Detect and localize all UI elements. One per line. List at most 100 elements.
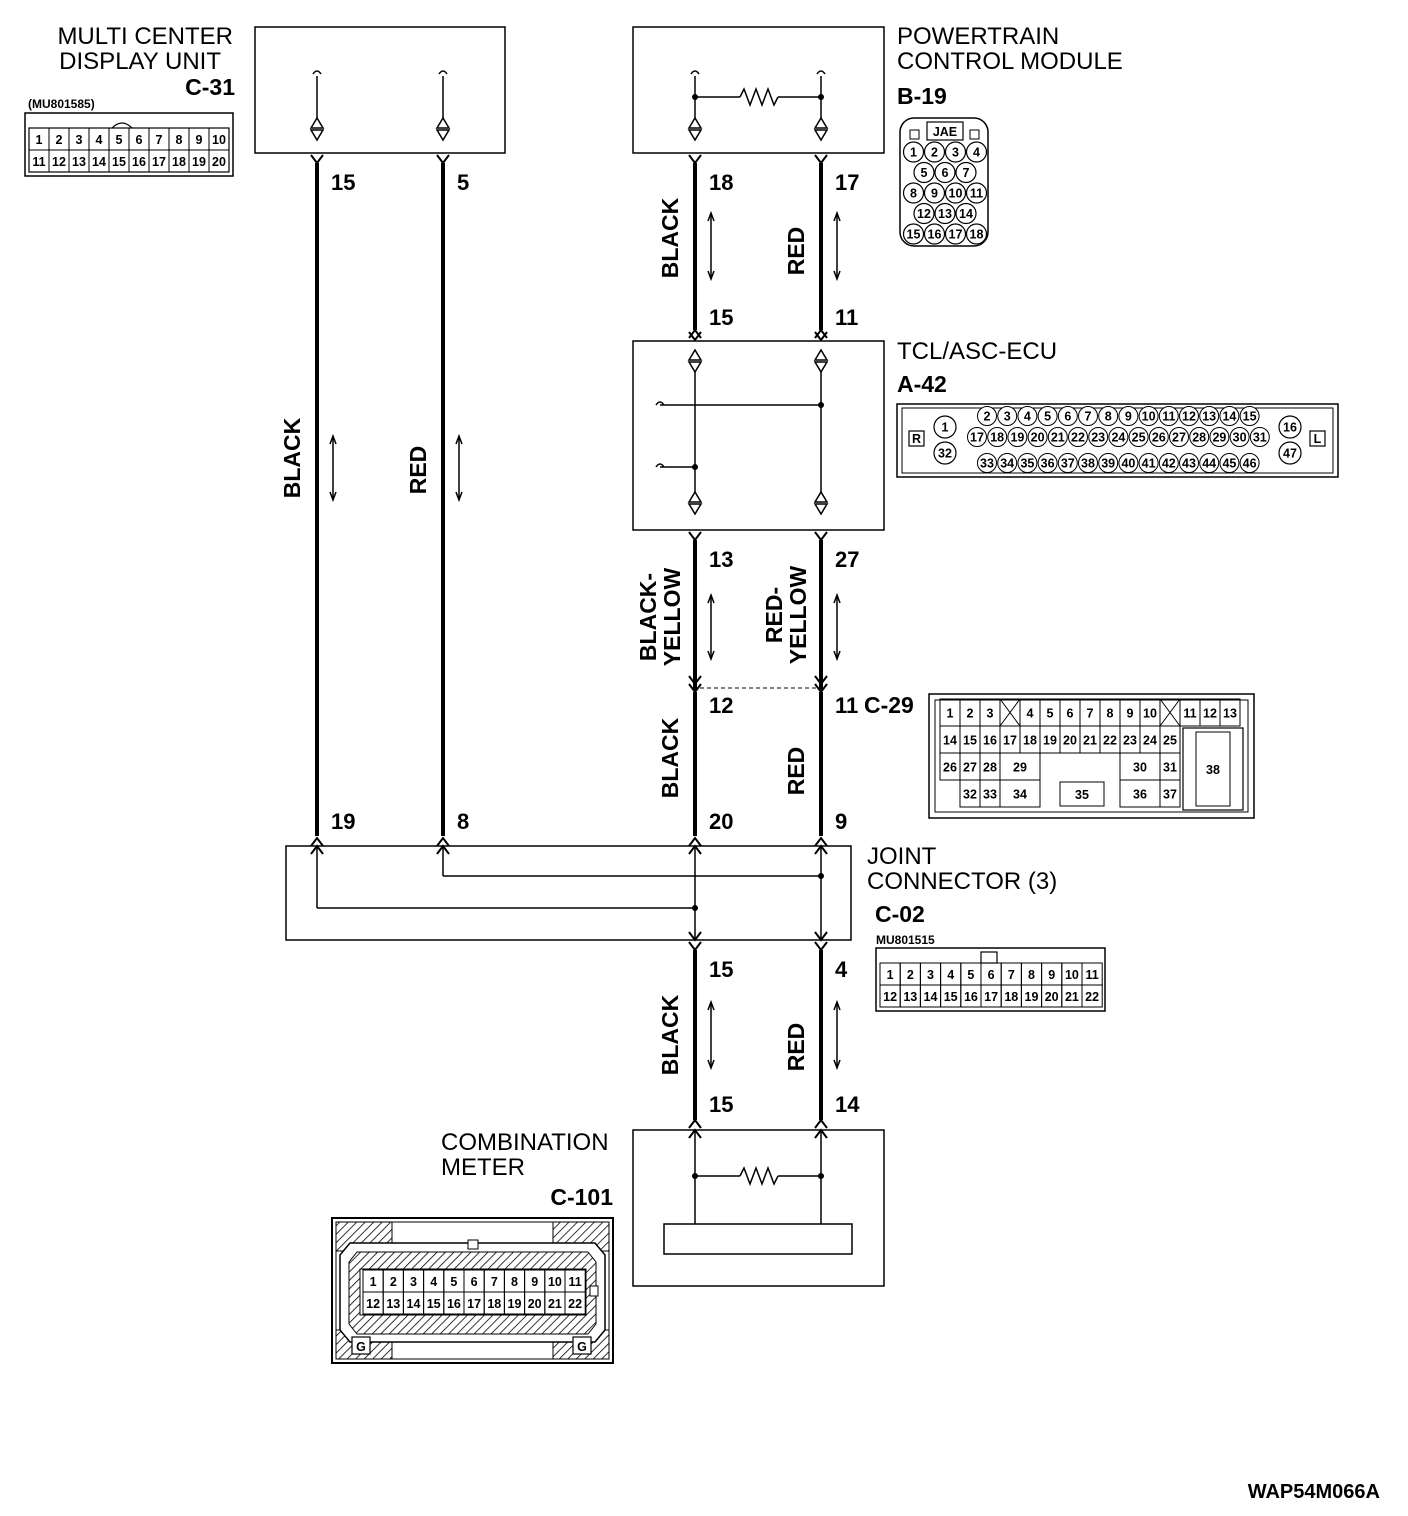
- tcl-connector-id: A-42: [897, 371, 947, 397]
- b19-face-label-box: [926, 121, 964, 141]
- wire-label-black-yellow-2: YELLOW: [659, 568, 685, 667]
- a42-pin: 29: [1212, 431, 1226, 445]
- c29-pin: 21: [1083, 734, 1097, 748]
- c02-pin: 11: [1085, 968, 1098, 982]
- a42-pin: 3: [1004, 410, 1011, 424]
- a42-pin-circle: [1189, 427, 1210, 447]
- c29-pin: 3: [987, 707, 994, 721]
- pin-jc-4: 4: [835, 957, 848, 982]
- c101-pin: 21: [548, 1297, 562, 1311]
- a42-pin-circle: [933, 415, 957, 439]
- pin-tcl-11: 11: [835, 305, 858, 330]
- c31-pin: 10: [212, 133, 226, 147]
- signal-arrow-head: [455, 433, 463, 445]
- a42-side-l-box: [1309, 430, 1326, 447]
- a42-pin-circle: [977, 453, 997, 473]
- c101-ground-label: G: [577, 1340, 587, 1354]
- mcdu-name-line2: DISPLAY UNIT: [59, 48, 221, 75]
- c29-pin: 10: [1143, 707, 1157, 721]
- pin-triangle-down: [813, 503, 829, 516]
- c29-pin: 36: [1133, 788, 1147, 802]
- b19-pin: 10: [949, 187, 963, 201]
- a42-pin: 16: [1283, 421, 1297, 435]
- b19-face-label: JAE: [933, 125, 957, 139]
- c29-cell: [999, 779, 1041, 808]
- c31-pin: 20: [212, 155, 226, 169]
- mcdu-box: [254, 26, 506, 154]
- c101-face-key: [589, 1285, 599, 1297]
- a42-pin-circle: [997, 453, 1018, 473]
- c101-ground-box: [351, 1336, 371, 1355]
- c02-cell: [1081, 984, 1103, 1008]
- a42-pin: 44: [1202, 457, 1216, 471]
- terminal-down: [688, 931, 702, 942]
- pcm-name-line2: CONTROL MODULE: [897, 48, 1123, 75]
- c101-pin: 3: [410, 1275, 417, 1289]
- c02-pin: 6: [988, 968, 995, 982]
- a42-side-r: R: [912, 432, 921, 446]
- terminal-down: [814, 931, 828, 942]
- c02-pin: 21: [1065, 990, 1079, 1004]
- c31-pin: 9: [196, 133, 203, 147]
- b19-pin: 16: [928, 228, 942, 242]
- a42-pin-circle: [1017, 406, 1038, 426]
- c29-cell: [1159, 779, 1181, 808]
- a42-pin-circle: [1158, 453, 1179, 473]
- a42-pin-circle: [1138, 453, 1159, 473]
- c31-pin: 4: [96, 133, 103, 147]
- pin-break: [816, 70, 826, 75]
- a42-pin-circle: [1128, 427, 1149, 447]
- c101-pin: 7: [491, 1275, 498, 1289]
- terminal-male: [310, 844, 324, 855]
- terminal-down: [688, 675, 702, 686]
- b19-pin-circle: [913, 202, 935, 225]
- a42-pin-circle: [1158, 406, 1179, 426]
- a42-pin: 40: [1121, 457, 1135, 471]
- terminal-male: [814, 844, 828, 855]
- c29-pin: 26: [943, 761, 957, 775]
- b19-pin-circle: [902, 223, 925, 245]
- c31-pin: 3: [76, 133, 83, 147]
- a42-pin: 15: [1243, 410, 1257, 424]
- c29-cell: [1059, 781, 1105, 807]
- c101-pin: 10: [548, 1275, 562, 1289]
- c02-pin: 15: [944, 990, 958, 1004]
- b19-pin: 8: [910, 187, 917, 201]
- pcm-connector-id: B-19: [897, 83, 947, 109]
- c29-pin: 28: [983, 761, 997, 775]
- c29-pin: 38: [1206, 763, 1220, 777]
- c101-pin: 11: [568, 1275, 581, 1289]
- b19-pin: 11: [970, 187, 983, 201]
- a42-pin-circle: [1027, 427, 1048, 447]
- c29-pin: 32: [963, 788, 977, 802]
- a42-pin-circle: [1057, 453, 1078, 473]
- a42-pin: 6: [1064, 410, 1071, 424]
- a42-pin: 34: [1000, 457, 1014, 471]
- a42-pin: 26: [1152, 431, 1166, 445]
- c29-pin: 20: [1063, 734, 1077, 748]
- c29-pin: 19: [1043, 734, 1057, 748]
- terminal-male: [688, 1118, 702, 1129]
- pin-jc-9: 9: [835, 809, 847, 834]
- pin-tcl-13: 13: [709, 547, 733, 572]
- a42-pin-circle: [1007, 427, 1028, 447]
- a42-pin: 23: [1091, 431, 1105, 445]
- terminal-male: [688, 844, 702, 855]
- b19-pin-circle: [965, 223, 988, 245]
- figure-code: WAP54M066A: [1248, 1481, 1380, 1503]
- c29-blank-x: [999, 698, 1021, 727]
- pin-break: [655, 463, 665, 468]
- mcdu-part-number: (MU801585): [28, 97, 95, 111]
- a42-pin: 32: [938, 447, 952, 461]
- a42-pin-circle: [1138, 406, 1159, 426]
- c31-pin: 18: [172, 155, 186, 169]
- signal-arrow-head: [833, 650, 841, 662]
- pcm-box: [632, 26, 885, 154]
- pin-triangle-down: [687, 503, 703, 516]
- b19-pin-circle: [934, 161, 956, 184]
- a42-pin: 18: [990, 431, 1004, 445]
- c101-cell: [564, 1291, 586, 1315]
- terminal-down: [688, 941, 702, 952]
